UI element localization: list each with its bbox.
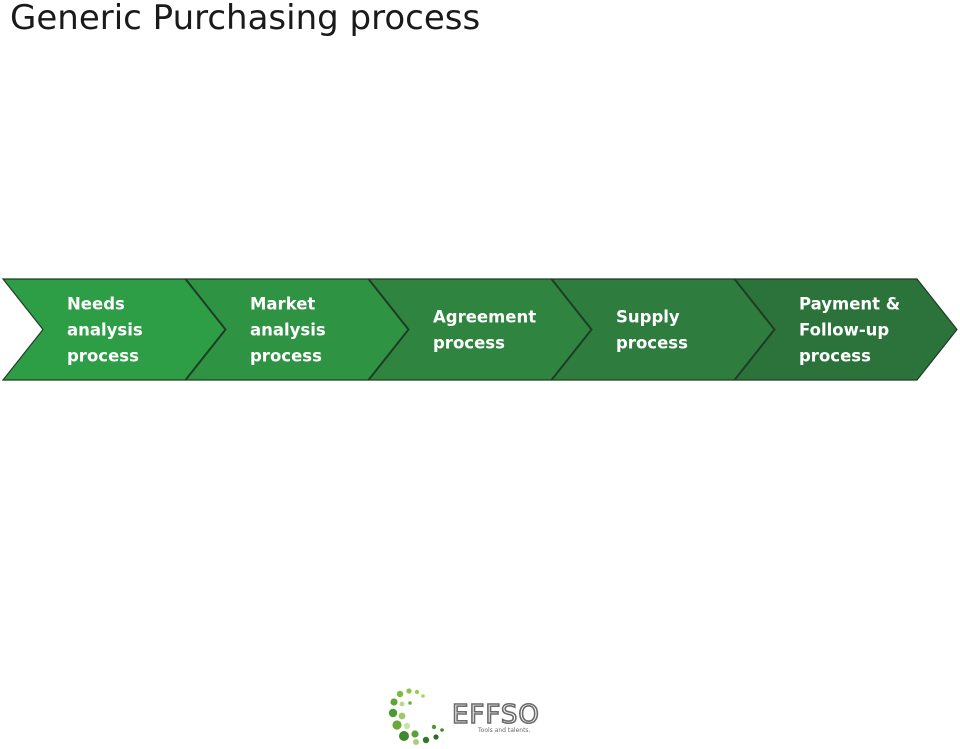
effso-logo: EFFSO Tools and talents. bbox=[388, 686, 558, 746]
page-title: Generic Purchasing process bbox=[10, 0, 481, 38]
chevron-market-analysis bbox=[184, 278, 409, 381]
step-label-market-analysis: Market analysis process bbox=[250, 295, 326, 366]
step-label-line: process bbox=[250, 347, 322, 366]
step-label-line: Supply bbox=[616, 308, 680, 327]
chevron-supply bbox=[550, 278, 775, 381]
logo-tagline: Tools and talents. bbox=[478, 727, 531, 734]
chevron-needs-analysis bbox=[1, 278, 226, 381]
step-label-line: process bbox=[799, 347, 871, 366]
step-label-supply: Supply process bbox=[616, 308, 688, 353]
step-label-needs-analysis: Needs analysis process bbox=[67, 295, 143, 366]
chevron-payment-follow-up bbox=[733, 278, 958, 381]
chevron-agreement bbox=[367, 278, 592, 381]
step-label-line: Payment & bbox=[799, 295, 900, 314]
logo-dots-icon bbox=[388, 688, 444, 745]
step-label-line: Needs bbox=[67, 295, 125, 314]
step-label-payment-follow-up: Payment & Follow-up process bbox=[799, 295, 900, 366]
step-label-line: process bbox=[433, 334, 505, 353]
step-label-agreement: Agreement process bbox=[433, 308, 536, 353]
logo-wordmark: EFFSO bbox=[451, 699, 540, 731]
step-label-line: process bbox=[616, 334, 688, 353]
step-label-line: process bbox=[67, 347, 139, 366]
step-label-line: analysis bbox=[67, 321, 143, 340]
step-label-line: Follow-up bbox=[799, 321, 889, 340]
step-label-line: Agreement bbox=[433, 308, 536, 327]
step-label-line: Market bbox=[250, 295, 315, 314]
step-label-line: analysis bbox=[250, 321, 326, 340]
